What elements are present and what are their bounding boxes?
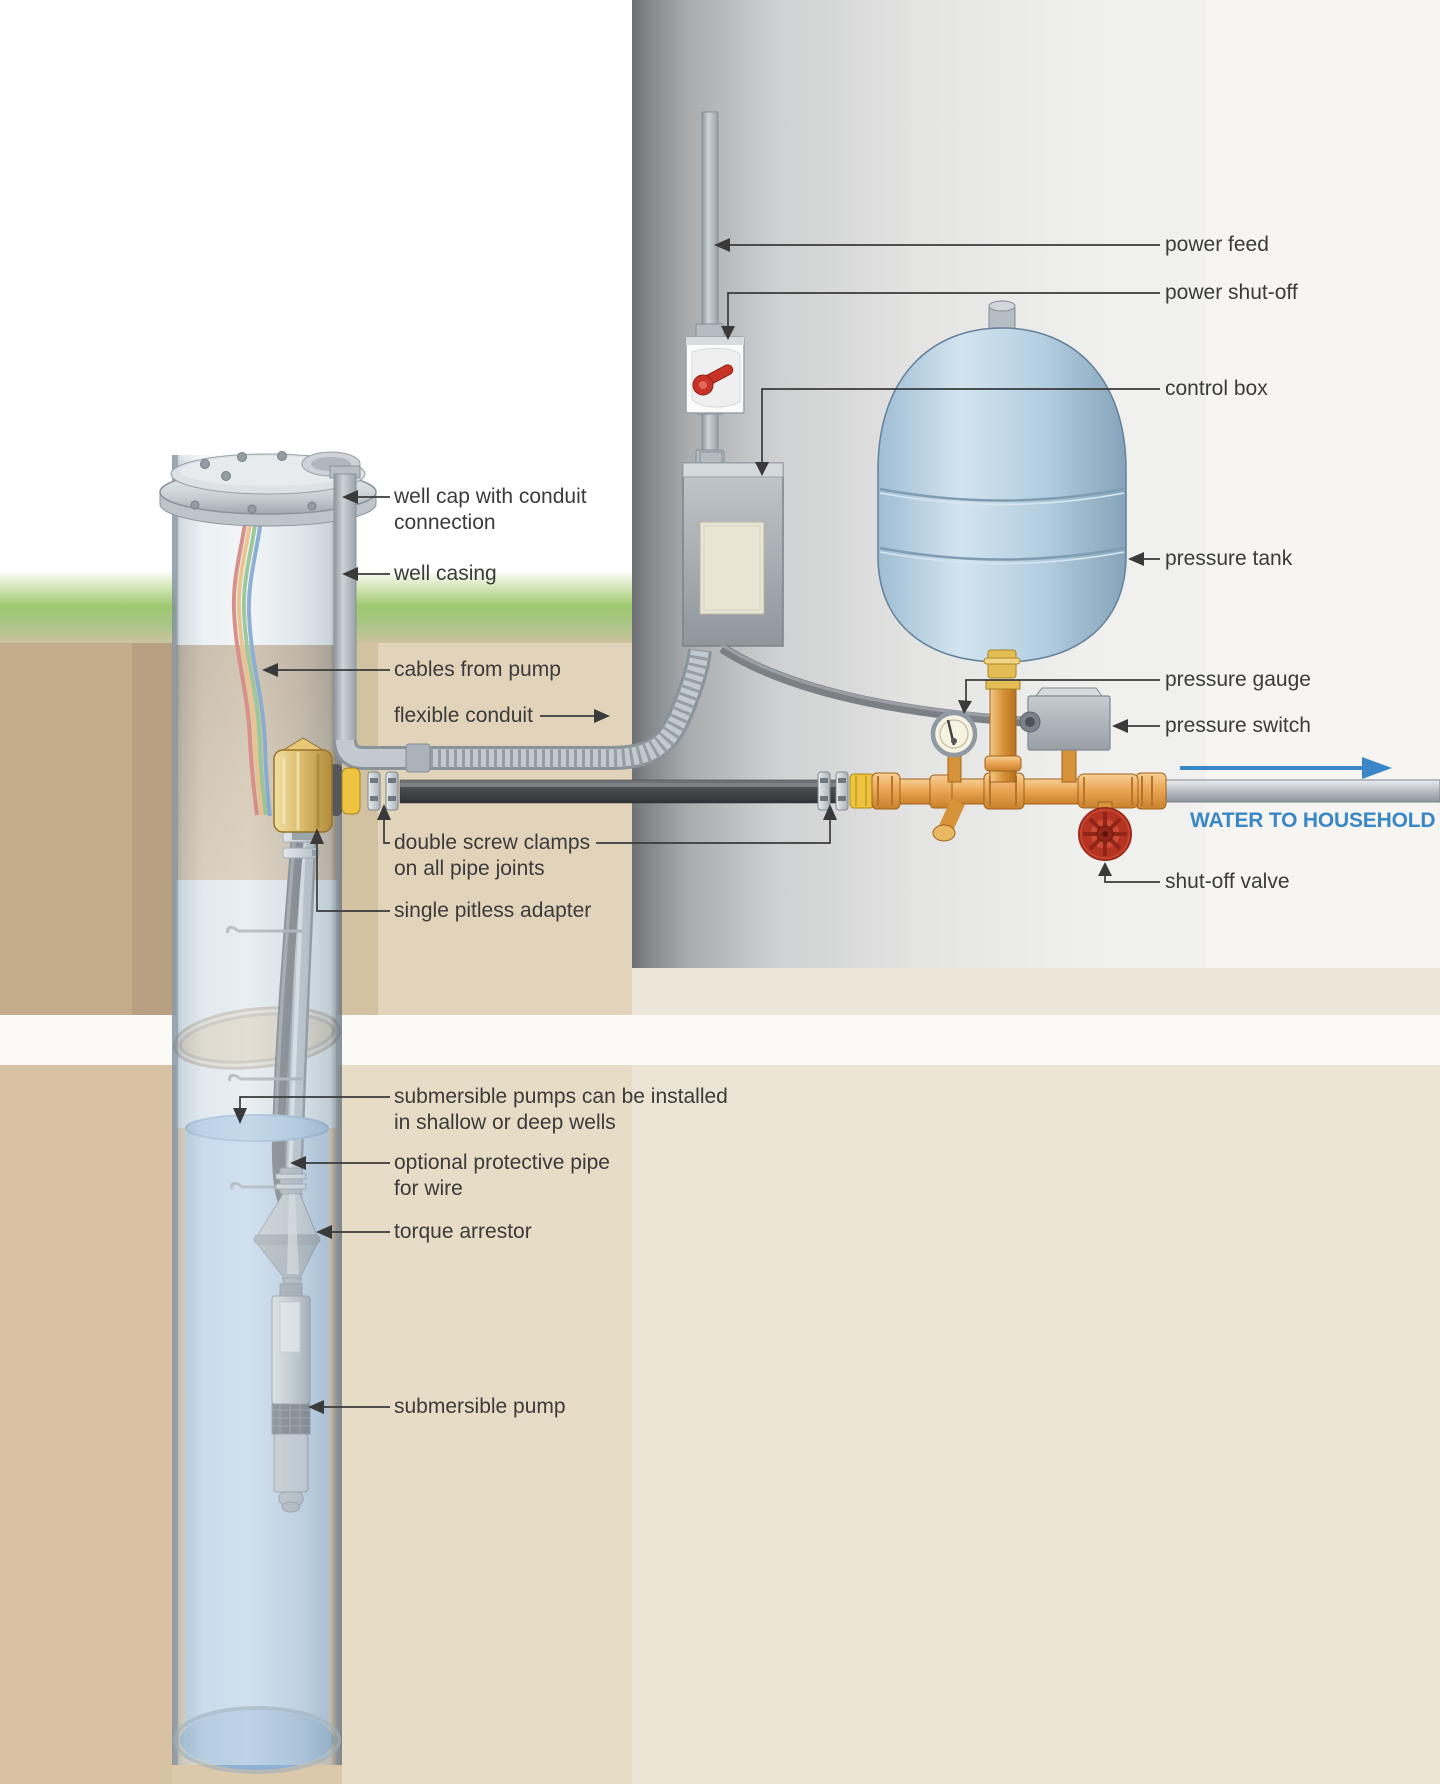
soil-below-wall xyxy=(632,968,1440,1015)
control-box-body xyxy=(682,451,784,647)
label-power-shut-off: power shut-off xyxy=(1165,281,1298,304)
well-cap xyxy=(159,451,377,527)
screw-clamps xyxy=(367,771,849,811)
label-well-casing: well casing xyxy=(394,562,497,585)
pressure-switch-box xyxy=(1019,687,1111,751)
label-cables-from-pump: cables from pump xyxy=(394,658,561,681)
label-pressure-gauge: pressure gauge xyxy=(1165,668,1311,691)
pitless-adapter xyxy=(273,737,361,840)
shut-off-lever xyxy=(692,364,734,396)
pressure-tank-body xyxy=(877,300,1127,679)
label-submersible-pumps-note: submersible pumps can be installed in sh… xyxy=(394,1085,728,1134)
label-optional-protective-pipe: optional protective pipe for wire xyxy=(394,1151,610,1200)
label-pressure-switch: pressure switch xyxy=(1165,714,1311,737)
soil-right-lower xyxy=(342,1065,632,1784)
shut-off-valve-body xyxy=(1077,773,1139,861)
leader-arrowheads xyxy=(233,238,1144,1414)
flow-arrow xyxy=(1180,757,1392,779)
power-shut-off-box xyxy=(685,336,745,414)
switch-cable xyxy=(719,643,1031,727)
label-torque-arrestor: torque arrestor xyxy=(394,1220,532,1243)
label-single-pitless-adapter: single pitless adapter xyxy=(394,899,592,922)
label-pressure-tank: pressure tank xyxy=(1165,547,1293,570)
well-casing-group xyxy=(172,455,342,1774)
pressure-gauge-dial xyxy=(930,710,978,758)
label-control-box: control box xyxy=(1165,377,1268,400)
label-flexible-conduit: flexible conduit xyxy=(394,704,533,727)
piping xyxy=(367,679,1440,861)
soil-right-upper xyxy=(342,643,632,1015)
label-submersible-pump: submersible pump xyxy=(394,1395,566,1418)
label-water-to-household: WATER TO HOUSEHOLD xyxy=(1190,809,1436,832)
label-well-cap: well cap with conduit connection xyxy=(394,485,587,534)
soil-left-lower xyxy=(0,1065,172,1784)
cap-bolts xyxy=(190,451,317,514)
label-double-screw-clamps: double screw clamps on all pipe joints xyxy=(394,831,591,880)
label-power-feed: power feed xyxy=(1165,233,1269,256)
sky-right xyxy=(1206,0,1440,980)
well-conduit xyxy=(329,465,712,773)
leader-lines xyxy=(239,244,1160,1408)
label-shut-off-valve: shut-off valve xyxy=(1165,870,1290,893)
household-pipe xyxy=(1159,779,1440,803)
